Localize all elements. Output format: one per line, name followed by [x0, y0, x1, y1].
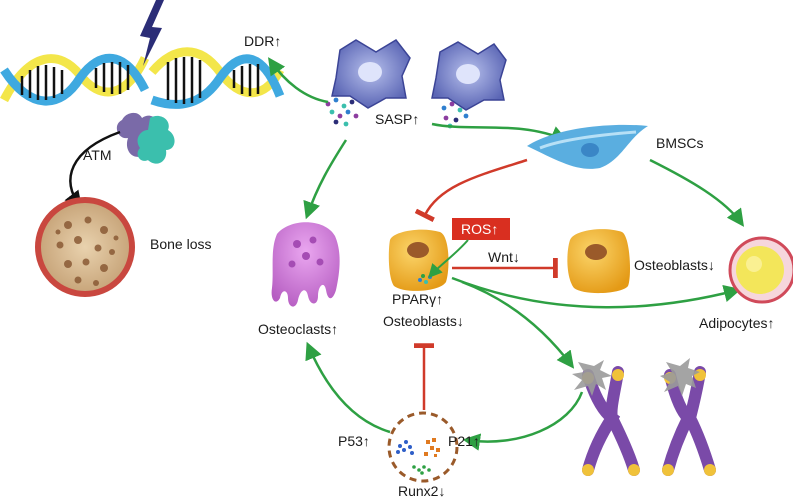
chromosome-icon: [572, 360, 640, 476]
wnt-label: Wnt↓: [488, 249, 520, 265]
bmscs-inhibit-osteoblast-line: [414, 158, 528, 222]
senescent-cell-icon: [431, 41, 507, 111]
sasp-to-ddr-arrow: [268, 57, 329, 104]
bmsc-cell-icon: [527, 124, 648, 169]
osteoblast-cell-icon: [567, 229, 630, 294]
osteoclasts-label: Osteoclasts↑: [258, 321, 338, 337]
ppar-label: PPARγ↑: [392, 291, 443, 307]
lightning-icon: [140, 0, 164, 66]
senescent-cell-icon: [331, 39, 411, 109]
runx2-label: Runx2↓: [398, 483, 445, 499]
chromosome-icon: [660, 358, 716, 476]
p53-label: P53↑: [338, 433, 370, 449]
osteoblasts-right-label: Osteoblasts↓: [634, 257, 715, 273]
sasp-secretion-dots: [325, 97, 469, 129]
nucleus-to-osteoclasts-arrow: [305, 341, 391, 434]
sasp-to-bmscs-arrow: [431, 122, 569, 143]
p21-label: P21↑: [448, 433, 480, 449]
sasp-label: SASP↑: [375, 111, 419, 127]
osteoblasts-left-label: Osteoblasts↓: [383, 313, 464, 329]
atm-protein-icon: [116, 112, 175, 164]
nucleus-icon: [387, 411, 459, 483]
adipocytes-label: Adipocytes↑: [699, 315, 774, 331]
bone-loss-label: Bone loss: [150, 236, 211, 252]
bmscs-to-adipocyte-arrow: [649, 158, 745, 227]
ros-label: ROS↑: [461, 221, 498, 237]
osteoblast-cell-icon: [388, 229, 449, 291]
bone-cross-section-icon: [35, 197, 135, 297]
dna-helix-icon: [0, 47, 285, 109]
bmscs-label: BMSCs: [656, 135, 703, 151]
sasp-to-osteoclasts-arrow: [303, 139, 348, 220]
osteoblast-to-chromosome-arrow: [461, 280, 575, 369]
chromosome-to-nucleus-arrow: [462, 391, 584, 451]
ros-to-ppar-arrow: [428, 239, 469, 279]
osteoclast-cell-icon: [271, 222, 340, 307]
ddr-label: DDR↑: [244, 33, 281, 49]
atm-to-bone-loss-arrow: [64, 130, 121, 209]
ros-badge: ROS↑: [452, 218, 510, 240]
atm-label: ATM: [83, 147, 112, 163]
adipocyte-cell-icon: [728, 236, 793, 304]
osteoblast-to-adipocyte-arrow: [451, 276, 742, 309]
